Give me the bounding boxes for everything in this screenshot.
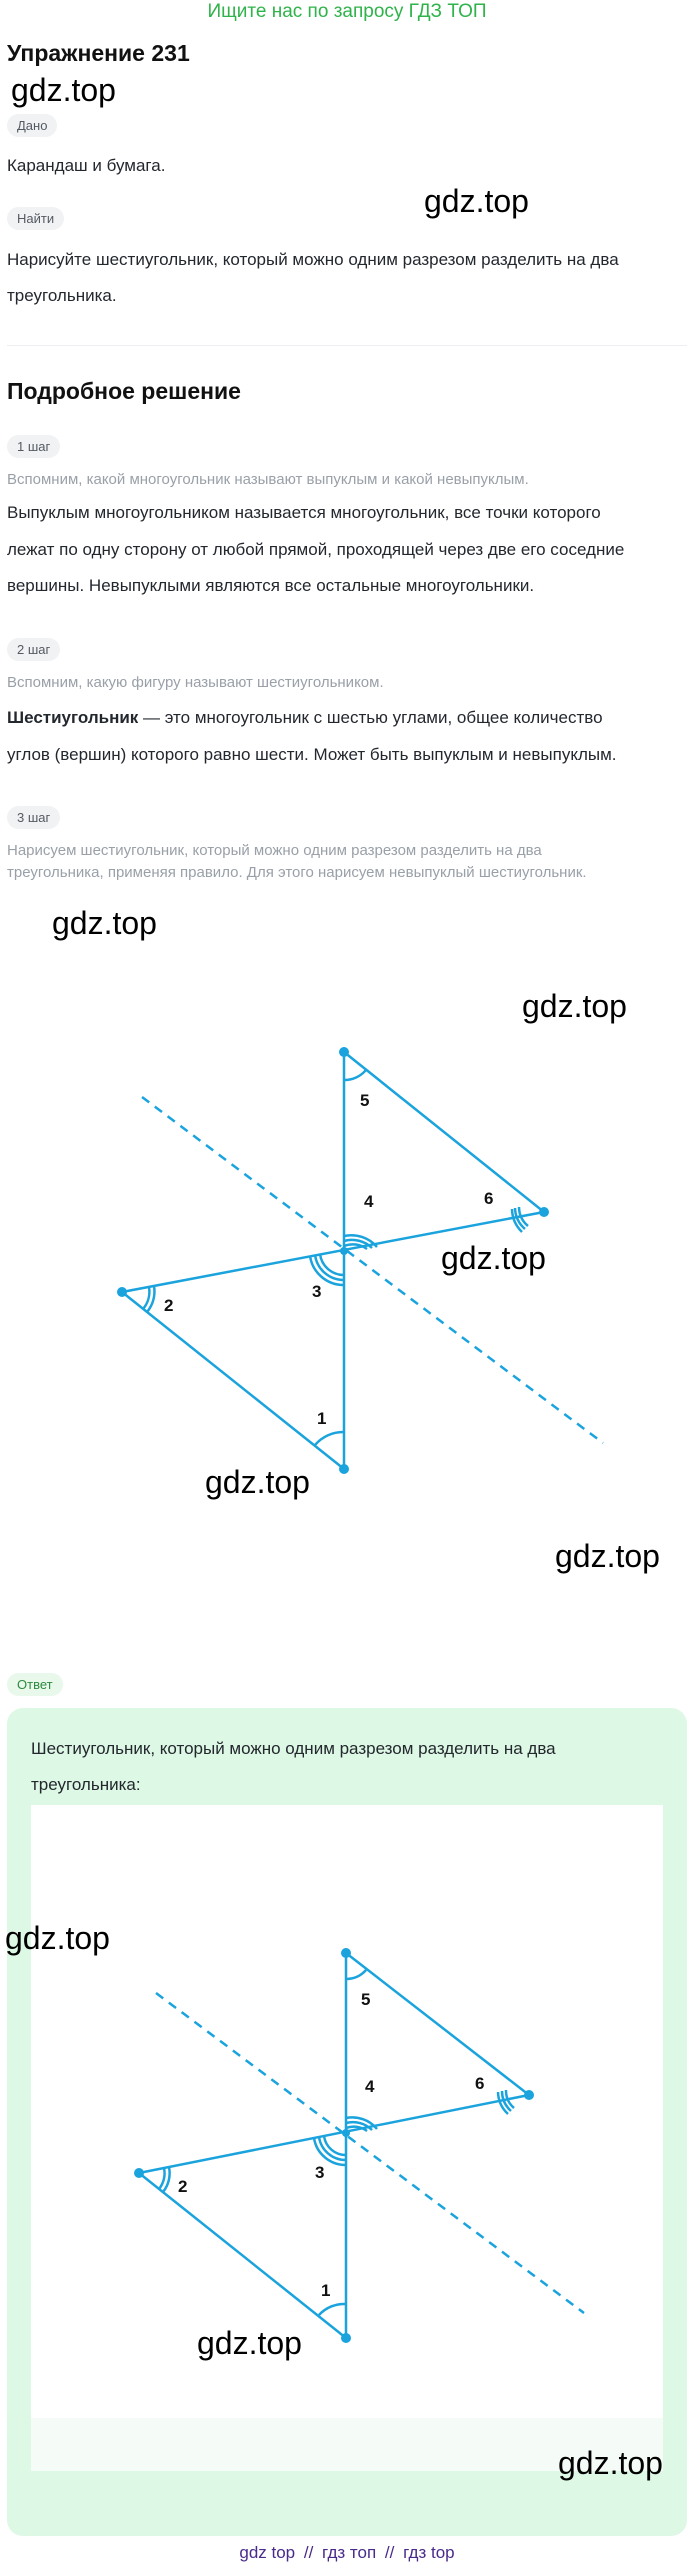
watermark: gdz.top [441,1240,546,1276]
watermark: gdz.top [197,2325,302,2361]
step-3-chip: 3 шаг [7,806,61,829]
step-3-hint: треугольника, применяя правило. Для этог… [7,864,587,881]
answer-text-line-2: треугольника: [31,1775,141,1794]
angle-label: 4 [364,1192,374,1211]
solution-title: Подробное решение [7,378,241,404]
hexagon-figure: 1 2 3 4 5 6 [117,1047,604,1474]
watermark: gdz.top [424,183,529,219]
footer-link[interactable]: гдз top [403,2543,455,2562]
step-2-line-rest: — это многоугольник с шестью углами, общ… [138,708,603,727]
watermark: gdz.top [558,2445,663,2481]
find-chip: Найти [7,207,65,230]
footer-link[interactable]: gdz top [239,2543,296,2562]
step-1-line: вершины. Невыпуклыми являются все осталь… [7,576,535,595]
angle-label: 2 [164,1296,173,1315]
watermark: gdz.top [555,1538,660,1574]
answer-figure-panel-footer [31,2418,663,2471]
step-1-line: Выпуклым многоугольником называется мног… [7,503,601,522]
angle-label: 4 [365,2077,375,2096]
answer-chip: Ответ [7,1673,63,1696]
angle-label: 5 [361,1990,370,2009]
angle-label: 1 [321,2281,330,2300]
footer-separator: // [384,2543,395,2562]
angle-label: 6 [484,1189,493,1208]
given-text: Карандаш и бумага. [7,156,166,175]
step-2-line: Шестиугольник — это многоугольник с шест… [7,700,603,736]
step-1-line: лежат по одну сторону от любой прямой, п… [7,540,625,559]
step-3-hint: Нарисуем шестиугольник, который можно од… [7,842,542,859]
term-hexagon: Шестиугольник [7,708,139,727]
watermark: gdz.top [205,1464,310,1500]
find-text-line-1: Нарисуйте шестиугольник, который можно о… [7,250,619,269]
footer-link[interactable]: гдз топ [322,2543,377,2562]
watermark: gdz.top [52,905,157,941]
find-text-line-2: треугольника. [7,286,117,305]
angle-label: 2 [178,2177,187,2196]
watermark: gdz.top [11,72,116,108]
angle-label: 1 [317,1409,326,1428]
watermark: gdz.top [5,1920,110,1956]
step-1-chip: 1 шаг [7,435,61,458]
section-divider [7,345,687,346]
angle-label: 3 [315,2163,324,2182]
answer-text-line-1: Шестиугольник, который можно одним разре… [31,1739,556,1758]
search-banner: Ищите нас по запросу ГДЗ ТОП [207,1,487,22]
step-1-hint: Вспомним, какой многоугольник называют в… [7,471,529,488]
footer-links: gdz top // гдз топ // гдз top [0,2543,694,2563]
page-title: Упражнение 231 [7,40,190,66]
answer-hexagon-figure: 1 2 3 4 5 6 [134,1948,585,2343]
footer-separator: // [303,2543,314,2562]
given-chip: Дано [7,114,58,137]
step-2-hint: Вспомним, какую фигуру называют шестиуго… [7,674,384,691]
step-2-chip: 2 шаг [7,638,61,661]
step-2-line: углов (вершин) которого равно шести. Мож… [7,745,617,764]
angle-label: 3 [312,1282,321,1301]
angle-label: 6 [475,2074,484,2093]
angle-label: 5 [360,1091,369,1110]
watermark: gdz.top [522,988,627,1024]
